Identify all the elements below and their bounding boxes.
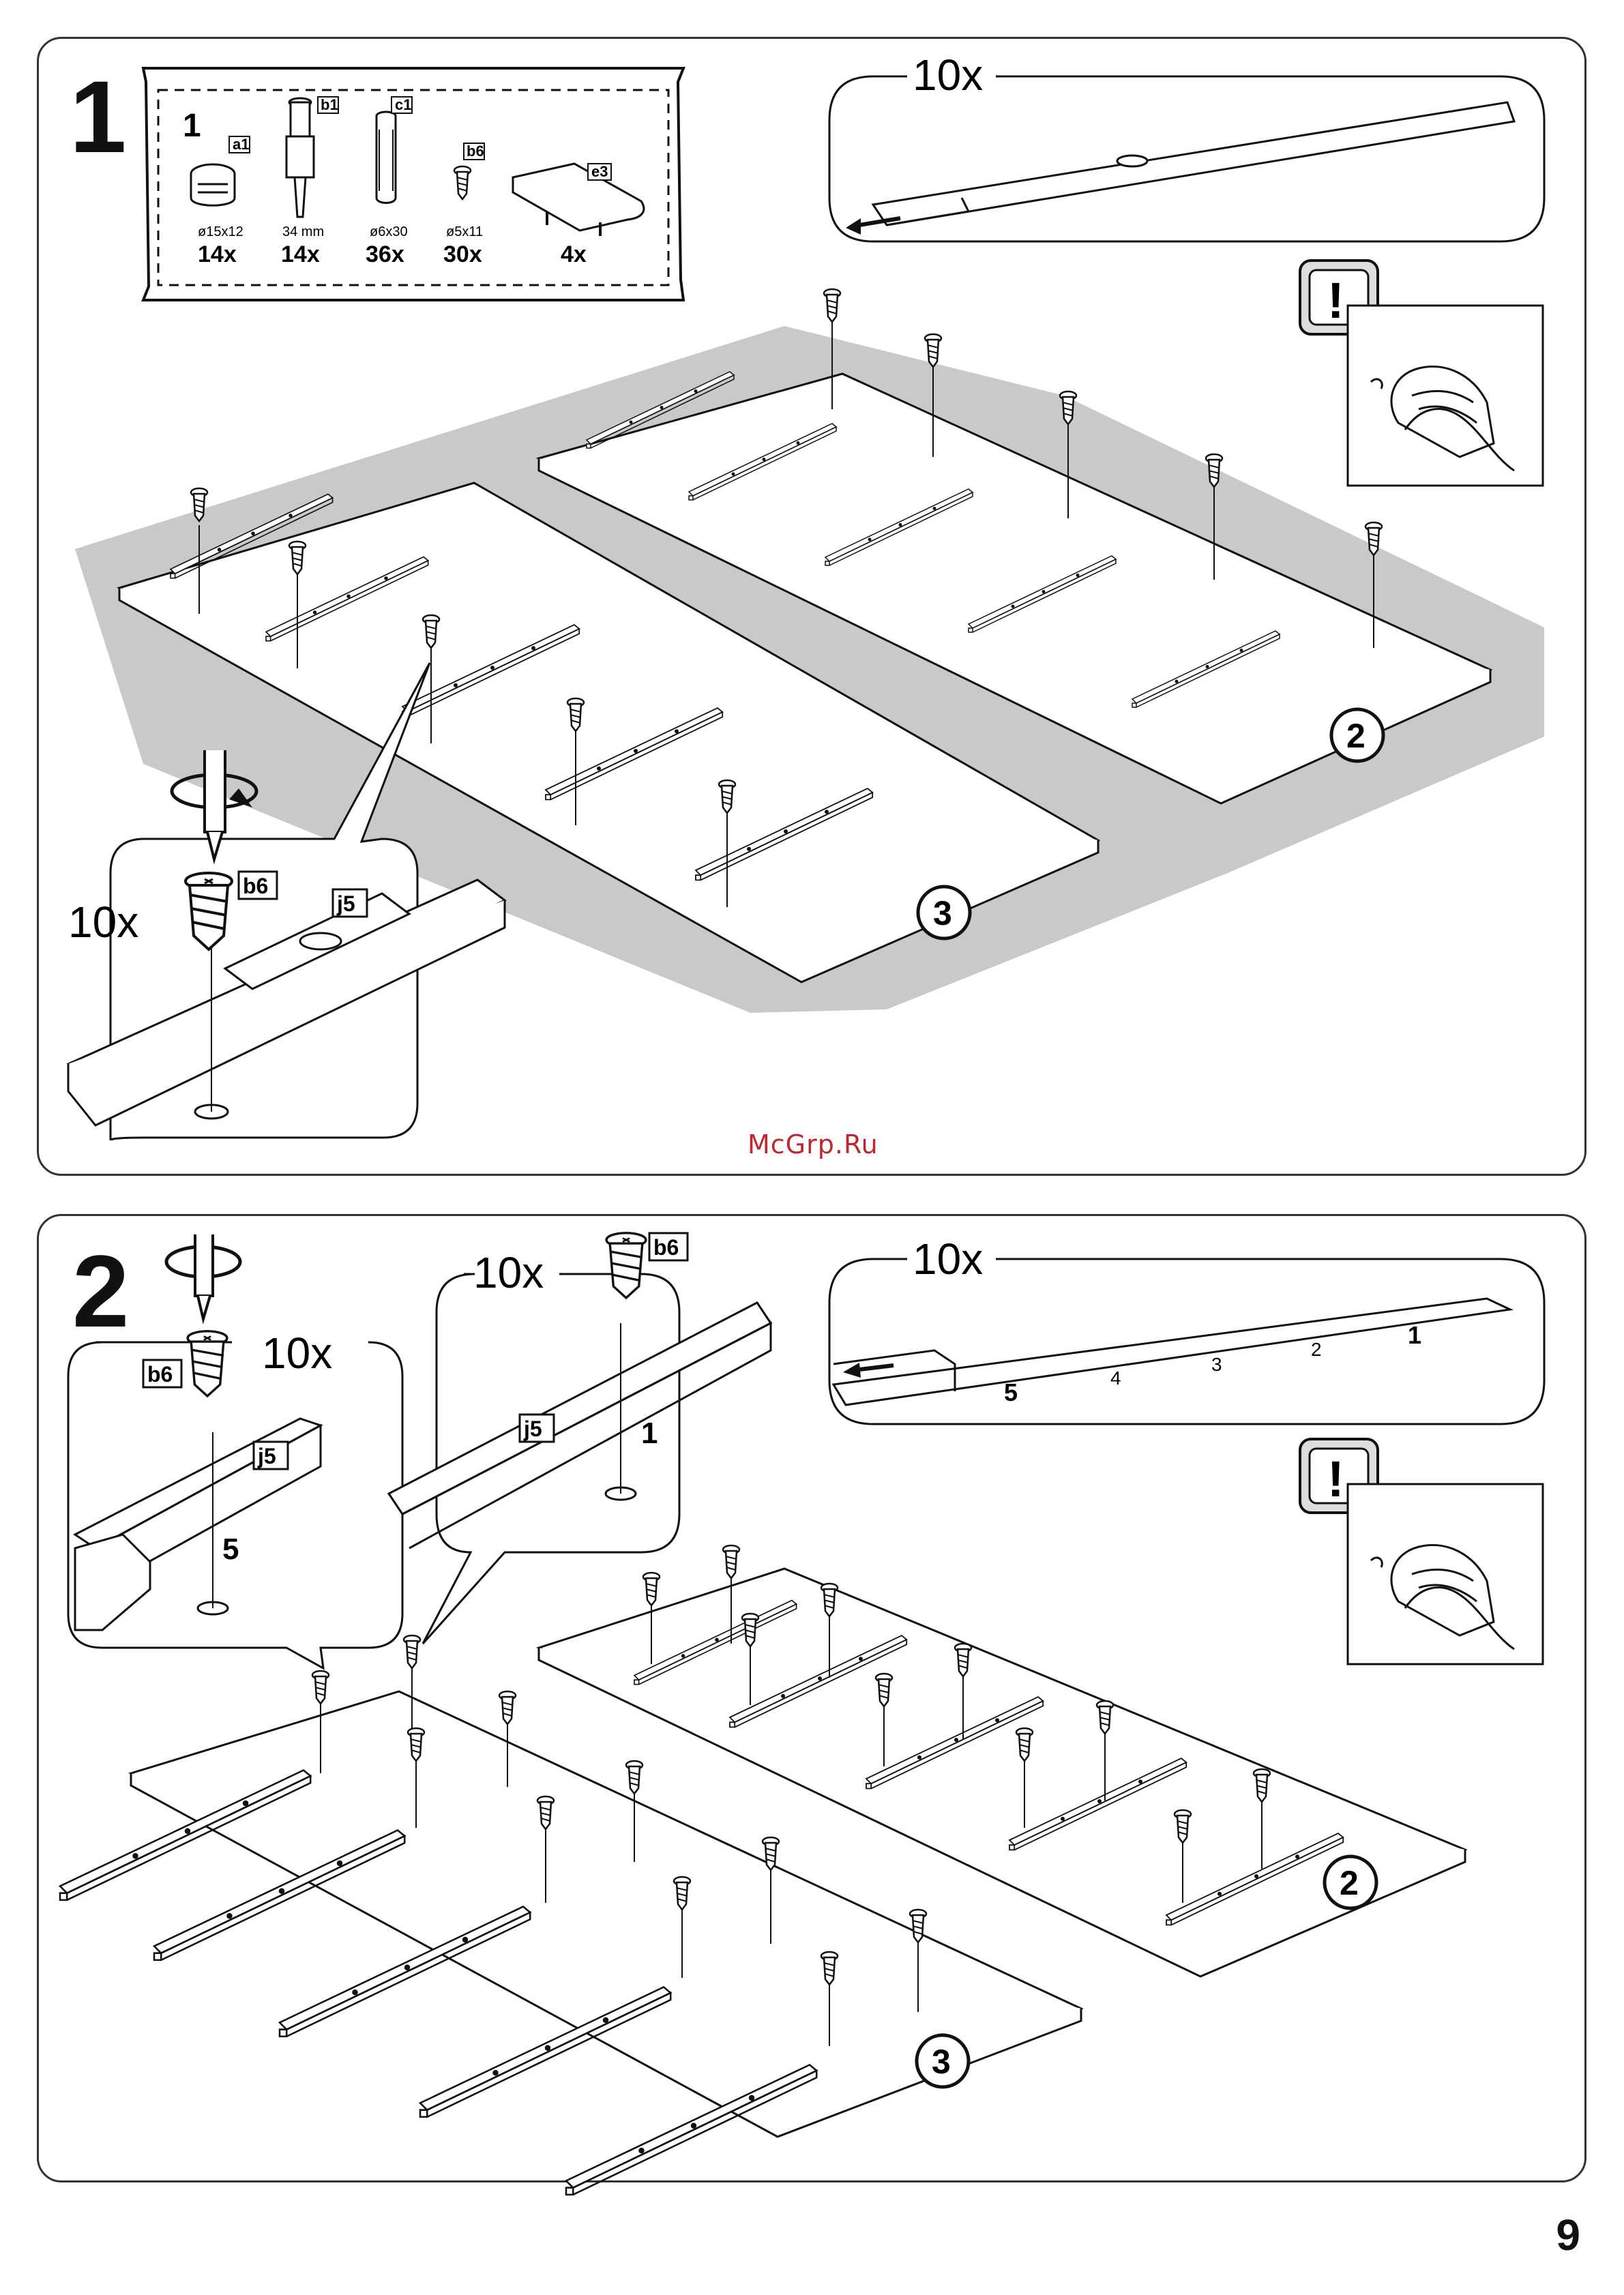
detail-screw-code: b6 [243, 874, 268, 898]
hole-label-5: 5 [1004, 1378, 1018, 1406]
part-code-b1: b1 [321, 96, 338, 113]
detail-magnifier-left [68, 1342, 402, 1668]
part-code-a1: a1 [233, 136, 249, 153]
part-qty-b1: 14x [281, 241, 320, 267]
panel-label-2: 2 [1340, 1864, 1359, 1902]
detail-right-screw-code: b6 [653, 1235, 679, 1260]
part-code-e3: e3 [591, 163, 608, 180]
screw-icon [404, 1635, 420, 1668]
detail-rail-code: j5 [336, 891, 355, 916]
wooden-dowel-icon [377, 112, 396, 203]
screw-icon [499, 1691, 516, 1724]
detail-left-hole: 5 [222, 1533, 239, 1566]
part-dim-c1: ø6x30 [370, 224, 408, 239]
panel-label-2: 2 [1346, 717, 1365, 755]
part-dim-b1: 34 mm [282, 224, 324, 239]
part-qty-e3: 4x [561, 241, 587, 267]
cam-lock-icon [191, 164, 235, 205]
warning-symbol: ! [1327, 1451, 1344, 1507]
screwdriver-rotate-icon [166, 1234, 240, 1319]
bag-number: 1 [183, 108, 201, 144]
part-code-b6: b6 [467, 143, 484, 160]
screw-icon [723, 1545, 739, 1578]
hole-label-1: 1 [1408, 1321, 1421, 1349]
part-qty-a1: 14x [198, 241, 237, 267]
part-code-c1: c1 [395, 96, 411, 113]
part-dim-a1: ø15x12 [198, 224, 243, 239]
screw-icon [824, 289, 840, 322]
rail-callout-count: 10x [913, 50, 983, 100]
detail-magnifier-right [389, 1274, 771, 1644]
detail-right-hole: 1 [641, 1417, 658, 1450]
part-qty-b6: 30x [443, 241, 482, 267]
screw-icon [626, 1761, 643, 1794]
warning-symbol: ! [1327, 272, 1344, 329]
hole-label-4: 4 [1110, 1367, 1121, 1389]
screw-icon [312, 1671, 329, 1704]
detail-left-rail-code: j5 [257, 1444, 276, 1468]
detail-left-screw-code: b6 [147, 1362, 173, 1387]
screw-icon [643, 1573, 660, 1605]
detail-right-count: 10x [473, 1248, 544, 1297]
rail-callout [829, 1259, 1544, 1424]
detail-right-rail-code: j5 [523, 1417, 542, 1441]
panel-label-3: 3 [932, 2043, 951, 2081]
panel-label-3: 3 [933, 894, 952, 932]
detail-left-count: 10x [262, 1329, 332, 1378]
rail-callout-count: 10x [913, 1234, 983, 1284]
rail-callout [829, 76, 1544, 241]
detail-count: 10x [68, 898, 138, 947]
part-dim-b6: ø5x11 [446, 224, 483, 239]
part-qty-c1: 36x [366, 241, 404, 267]
hole-label-2: 2 [1311, 1339, 1322, 1360]
hole-label-3: 3 [1211, 1354, 1222, 1375]
